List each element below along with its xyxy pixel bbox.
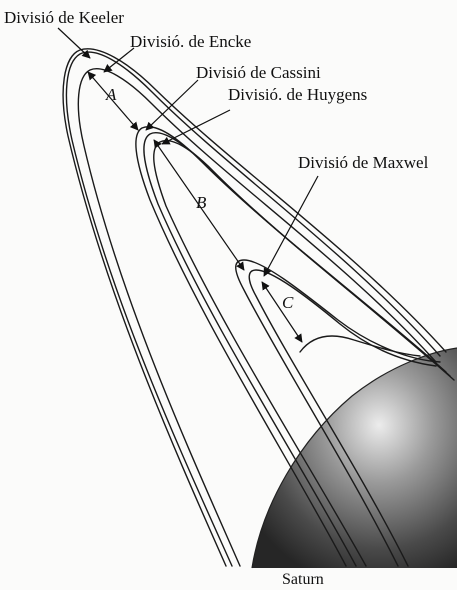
- label-ring-a: A: [105, 85, 117, 104]
- label-cassini-division: Divisió de Cassini: [196, 63, 321, 82]
- label-ring-c: C: [282, 293, 294, 312]
- label-encke-division: Divisió. de Encke: [130, 32, 251, 51]
- label-ring-b: B: [196, 193, 207, 212]
- ring-width-arrows: [88, 72, 302, 342]
- label-keeler-division: Divisió de Keeler: [4, 8, 124, 27]
- label-maxwell-division: Divisió de Maxwel: [298, 153, 429, 172]
- label-huygens-division: Divisió. de Huygens: [228, 85, 367, 104]
- label-saturn: Saturn: [282, 571, 324, 588]
- huygens-pointer: [162, 110, 230, 144]
- encke-pointer: [104, 48, 134, 72]
- saturn-planet: [252, 348, 457, 568]
